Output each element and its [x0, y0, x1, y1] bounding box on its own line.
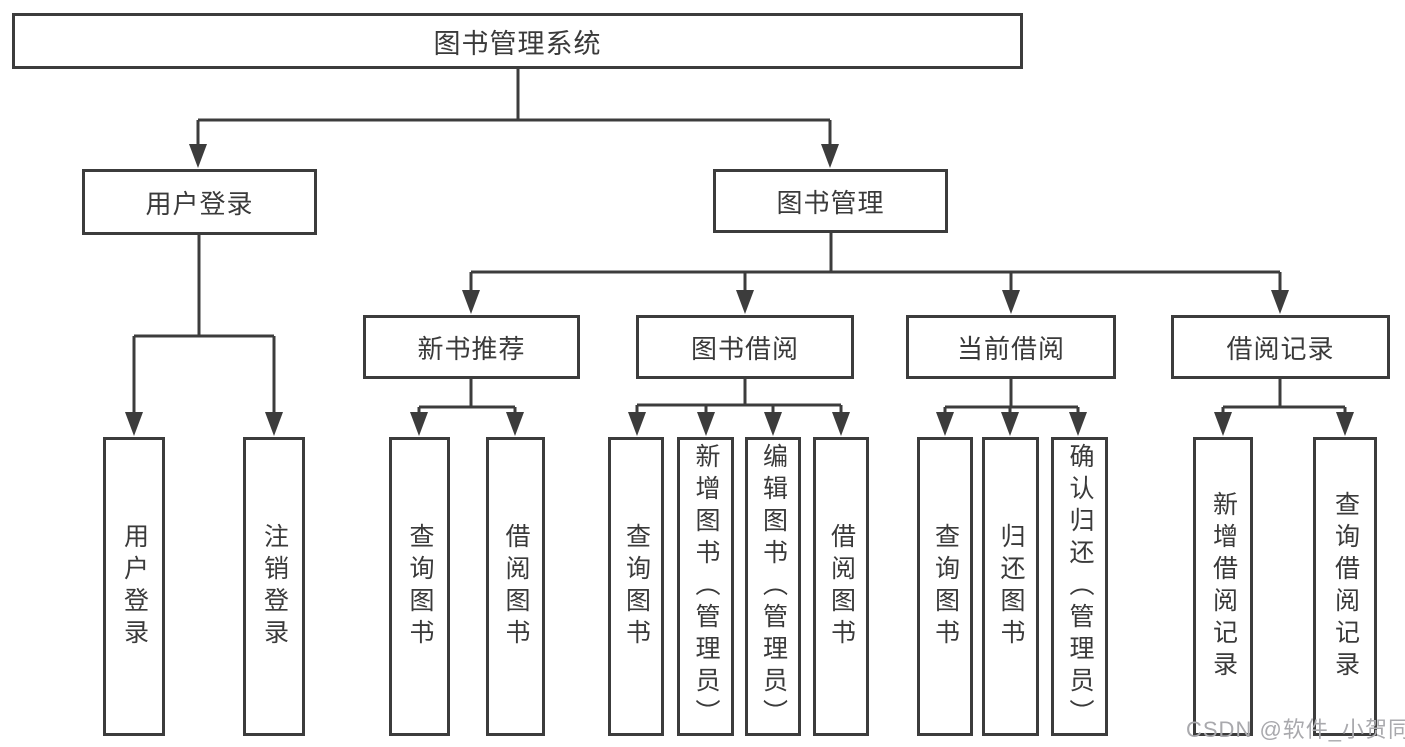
- leaf-borrow-books-1: 借阅图书: [486, 437, 545, 736]
- watermark: CSDN @软件_小贺同学: [1186, 717, 1405, 742]
- node-user-login: 用户登录: [82, 169, 317, 235]
- node-root-library-system: 图书管理系统: [12, 13, 1023, 69]
- node-current-borrow: 当前借阅: [906, 315, 1116, 379]
- node-book-borrow: 图书借阅: [636, 315, 854, 379]
- leaf-return-book: 归还图书: [982, 437, 1039, 736]
- leaf-confirm-return-admin: 确认归还（管理员）: [1051, 437, 1108, 736]
- leaf-query-borrow-record: 查询借阅记录: [1313, 437, 1377, 736]
- leaf-add-borrow-record: 新增借阅记录: [1193, 437, 1253, 736]
- node-book-management: 图书管理: [713, 169, 948, 233]
- leaf-add-book-admin: 新增图书（管理员）: [677, 437, 734, 736]
- node-borrow-records: 借阅记录: [1171, 315, 1390, 379]
- leaf-user-login: 用户登录: [103, 437, 165, 736]
- leaf-query-books-3: 查询图书: [917, 437, 973, 736]
- node-new-book-recommend: 新书推荐: [363, 315, 580, 379]
- leaf-borrow-books-2: 借阅图书: [813, 437, 869, 736]
- leaf-query-books-2: 查询图书: [608, 437, 664, 736]
- leaf-query-books-1: 查询图书: [389, 437, 450, 736]
- leaf-edit-book-admin: 编辑图书（管理员）: [745, 437, 801, 736]
- leaf-logout: 注销登录: [243, 437, 305, 736]
